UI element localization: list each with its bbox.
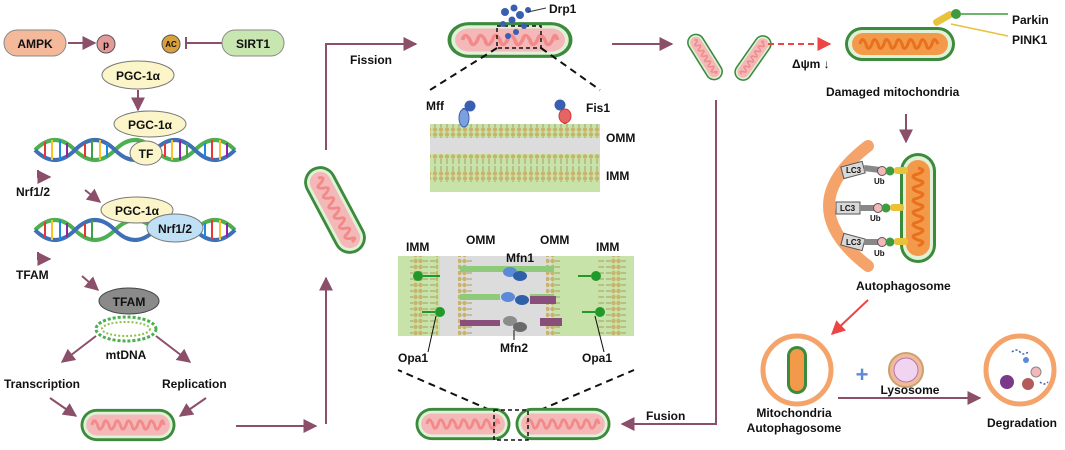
lysosome-label: Lysosome — [881, 383, 940, 397]
opa1-left — [413, 271, 445, 317]
phospho-badge — [96, 34, 116, 54]
mtdna-ring — [94, 315, 158, 343]
ampk-label: AMPK — [17, 37, 53, 51]
imm-label: IMM — [606, 169, 629, 183]
parkin-label: Parkin — [1012, 13, 1049, 27]
pgc1a-dna-node — [113, 110, 187, 138]
mitophagy-panel: Δψm ↓ Parkin PINK1 Damaged mitochondria — [747, 9, 1057, 435]
pgc1a-node — [101, 60, 175, 90]
ampk-pill — [3, 29, 67, 57]
mitochondrion-left — [297, 159, 373, 261]
phospho-label: p — [103, 40, 109, 51]
pgc1a-dna-label: PGC-1α — [128, 118, 173, 132]
damaged-label: Damaged mitochondria — [826, 85, 960, 99]
lc3-ub-row-3 — [840, 232, 908, 252]
pgc1a-nrf-label: PGC-1α — [115, 204, 160, 218]
nrf12-node — [146, 213, 204, 243]
phagophore-arc — [823, 140, 874, 272]
pgc1a-nrf-node — [100, 196, 174, 224]
transcription-label: Transcription — [4, 377, 80, 391]
lc3-ub-row-2 — [835, 201, 904, 215]
fragment-mitochondrion-1 — [682, 29, 728, 85]
mtdna-label: mtDNA — [106, 348, 147, 362]
tfam-label: TFAM — [16, 268, 49, 282]
degradation-label: Degradation — [987, 416, 1057, 430]
biogenesis-panel: AMPK p AC SIRT1 PGC-1α — [3, 29, 285, 443]
fusion-omm-right: OMM — [540, 233, 569, 247]
opa1-right-label: Opa1 — [582, 351, 612, 365]
acetyl-badge — [161, 34, 181, 54]
replication-label: Replication — [162, 377, 227, 391]
drp1-cluster — [500, 4, 531, 39]
omm-label: OMM — [606, 131, 635, 145]
tf-node — [129, 140, 163, 166]
pgc1a-label: PGC-1α — [116, 69, 161, 83]
tfam-node — [98, 287, 160, 315]
fusion-imm-left: IMM — [406, 240, 429, 254]
mito-auto-line1: Mitochondria — [756, 406, 832, 420]
fis1-label: Fis1 — [586, 101, 610, 115]
fusion-omm-left: OMM — [466, 233, 495, 247]
lc3-label-3: LC3 — [846, 238, 862, 247]
nrf12-box-label: Nrf1/2 — [158, 222, 192, 236]
nrf12-label: Nrf1/2 — [16, 185, 50, 199]
mfn1-label: Mfn1 — [506, 251, 534, 265]
fusion-label: Fusion — [646, 409, 685, 423]
damaged-mitochondrion — [845, 27, 955, 61]
autophagosome-label: Autophagosome — [856, 279, 951, 293]
ub-label-1: Ub — [874, 177, 885, 186]
degradation-circle — [983, 333, 1057, 407]
fission-label: Fission — [350, 53, 392, 67]
engulfed-mitochondrion — [900, 153, 936, 263]
opa1-right — [578, 271, 605, 317]
fusion-imm-right: IMM — [596, 240, 619, 254]
fusing-mitochondrion-right — [514, 406, 612, 442]
acetyl-label: AC — [165, 40, 177, 49]
dividing-mitochondrion — [445, 20, 575, 60]
plus-sign: + — [856, 362, 869, 387]
lc3-ub-row-1 — [840, 160, 908, 180]
fission-panel: Drp1 Mff Fis1 OMM IMM — [426, 2, 635, 192]
mito-auto-line2: Autophagosome — [747, 421, 842, 435]
fusion-panel: IMM OMM Mfn1 OMM IMM O — [397, 233, 635, 442]
ub-label-2: Ub — [870, 214, 881, 223]
new-mitochondrion — [79, 407, 177, 443]
mff-label: Mff — [426, 99, 445, 113]
sirt1-pill — [221, 29, 285, 57]
lc3-label-1: LC3 — [846, 166, 862, 175]
mfn2-tether — [460, 296, 562, 332]
mfn2-label: Mfn2 — [500, 341, 528, 355]
pink1-label: PINK1 — [1012, 33, 1048, 47]
tfam-box-label: TFAM — [113, 295, 146, 309]
opa1-left-label: Opa1 — [398, 351, 428, 365]
sirt1-label: SIRT1 — [236, 37, 270, 51]
tf-label: TF — [139, 147, 154, 161]
lc3-label-2: LC3 — [840, 204, 856, 213]
delta-psi-label: Δψm ↓ — [792, 57, 830, 71]
fragment-mitochondrion-2 — [730, 30, 776, 86]
drp1-label: Drp1 — [549, 2, 577, 16]
ub-label-3: Ub — [874, 249, 885, 258]
fusing-mitochondrion-left — [414, 406, 512, 442]
